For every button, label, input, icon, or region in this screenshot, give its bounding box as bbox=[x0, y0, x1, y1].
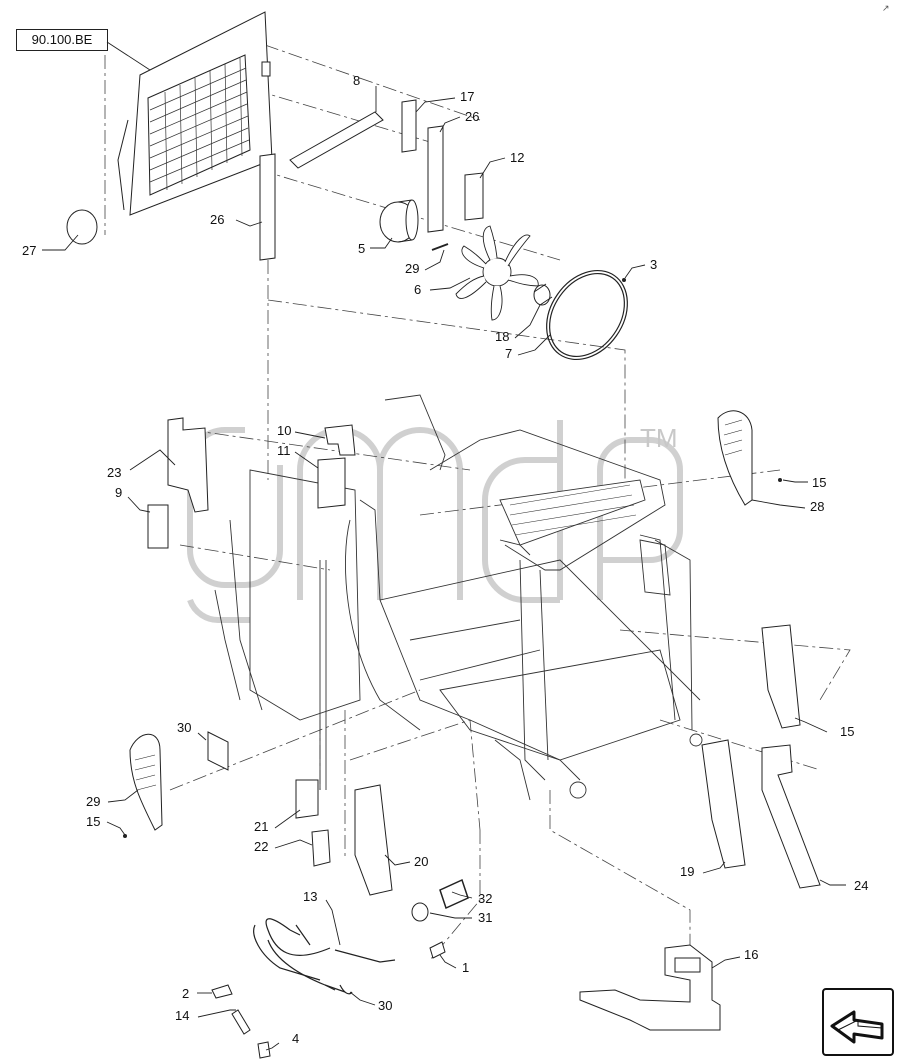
leader-lines bbox=[42, 41, 846, 1051]
cab-frame bbox=[214, 394, 703, 801]
callout-22: 21 bbox=[254, 819, 268, 834]
pad-9 bbox=[147, 504, 169, 549]
hose-assembly bbox=[253, 918, 396, 995]
callout-15b: 15 bbox=[86, 814, 100, 829]
callout-26: 26 bbox=[465, 109, 479, 124]
callout-3: 3 bbox=[650, 257, 657, 272]
round-seal bbox=[66, 209, 98, 245]
foam-block-12 bbox=[464, 172, 484, 221]
pad-11 bbox=[317, 457, 346, 509]
next-page-button[interactable] bbox=[822, 988, 894, 1056]
next-page-arrow-icon bbox=[830, 1010, 884, 1044]
side-panel-29 bbox=[129, 733, 163, 831]
radiator-grille bbox=[117, 11, 273, 216]
callout-12: 12 bbox=[510, 150, 524, 165]
pad-23 bbox=[311, 829, 331, 867]
callout-6: 6 bbox=[414, 282, 421, 297]
bolt-31 bbox=[431, 243, 449, 251]
callout-2: 2 bbox=[182, 986, 189, 1001]
callout-9: 9 bbox=[115, 485, 122, 500]
pad-21 bbox=[354, 784, 393, 896]
callout-19: 18 bbox=[495, 329, 509, 344]
callout-31: 29 bbox=[405, 261, 419, 276]
fittings bbox=[211, 941, 446, 1059]
callout-8: 8 bbox=[353, 73, 360, 88]
callout-7: 7 bbox=[505, 346, 512, 361]
reference-label[interactable]: 90.100.BE bbox=[16, 29, 108, 51]
callout-34: 32 bbox=[478, 891, 492, 906]
callout-27: 27 bbox=[22, 243, 36, 258]
foam-block-18 bbox=[401, 99, 417, 153]
callout-33: 31 bbox=[478, 910, 492, 925]
callout-labels: 8 17 26 12 26 27 5 29 3 6 18 7 10 11 23 … bbox=[22, 73, 868, 1046]
callout-5: 5 bbox=[358, 241, 365, 256]
hose-clamp-33 bbox=[411, 902, 429, 922]
callout-32: 30 bbox=[177, 720, 191, 735]
callout-10: 10 bbox=[277, 423, 291, 438]
callout-1: 1 bbox=[462, 960, 469, 975]
fan-shroud-ring-7 bbox=[546, 269, 628, 361]
callout-24: 23 bbox=[107, 465, 121, 480]
callout-4: 4 bbox=[292, 1031, 299, 1046]
foam-strip-26-left bbox=[259, 153, 276, 261]
foam-strip-8 bbox=[289, 111, 384, 169]
fan-spacer-19 bbox=[533, 283, 553, 306]
pad-25 bbox=[761, 744, 821, 889]
callout-13: 13 bbox=[303, 889, 317, 904]
callout-25: 24 bbox=[854, 878, 868, 893]
pad-22 bbox=[295, 779, 319, 819]
bolt-marker-15b bbox=[123, 834, 127, 838]
corner-mark: ↗ bbox=[882, 4, 890, 14]
callout-29: 29 bbox=[86, 794, 100, 809]
callout-18: 17 bbox=[460, 89, 474, 104]
callout-21: 20 bbox=[414, 854, 428, 869]
foam-strip-26-upper bbox=[427, 125, 444, 233]
callout-30: 30 bbox=[378, 998, 392, 1013]
callout-11: 11 bbox=[277, 443, 291, 458]
callout-28: 28 bbox=[810, 499, 824, 514]
pad-20 bbox=[701, 739, 746, 869]
callout-26: 26 bbox=[210, 212, 224, 227]
seal-ring-34 bbox=[439, 878, 469, 910]
callout-15: 15 bbox=[812, 475, 826, 490]
callout-16: 15 bbox=[840, 724, 854, 739]
watermark-mark: TM bbox=[640, 423, 678, 453]
cooling-fan-6 bbox=[455, 225, 539, 321]
callout-20: 19 bbox=[680, 864, 694, 879]
pad-10 bbox=[324, 424, 356, 456]
bolt-marker-15 bbox=[778, 478, 782, 482]
fan-hub-5 bbox=[379, 199, 419, 243]
callout-17: 16 bbox=[744, 947, 758, 962]
mounting-bracket-17 bbox=[579, 944, 721, 1031]
pad-16 bbox=[761, 624, 801, 729]
callout-23: 22 bbox=[254, 839, 268, 854]
pad-24 bbox=[167, 417, 209, 513]
label-plate-32 bbox=[207, 731, 229, 771]
bolt-marker-3 bbox=[622, 278, 626, 282]
callout-14: 14 bbox=[175, 1008, 189, 1023]
side-panel-28 bbox=[717, 410, 753, 506]
